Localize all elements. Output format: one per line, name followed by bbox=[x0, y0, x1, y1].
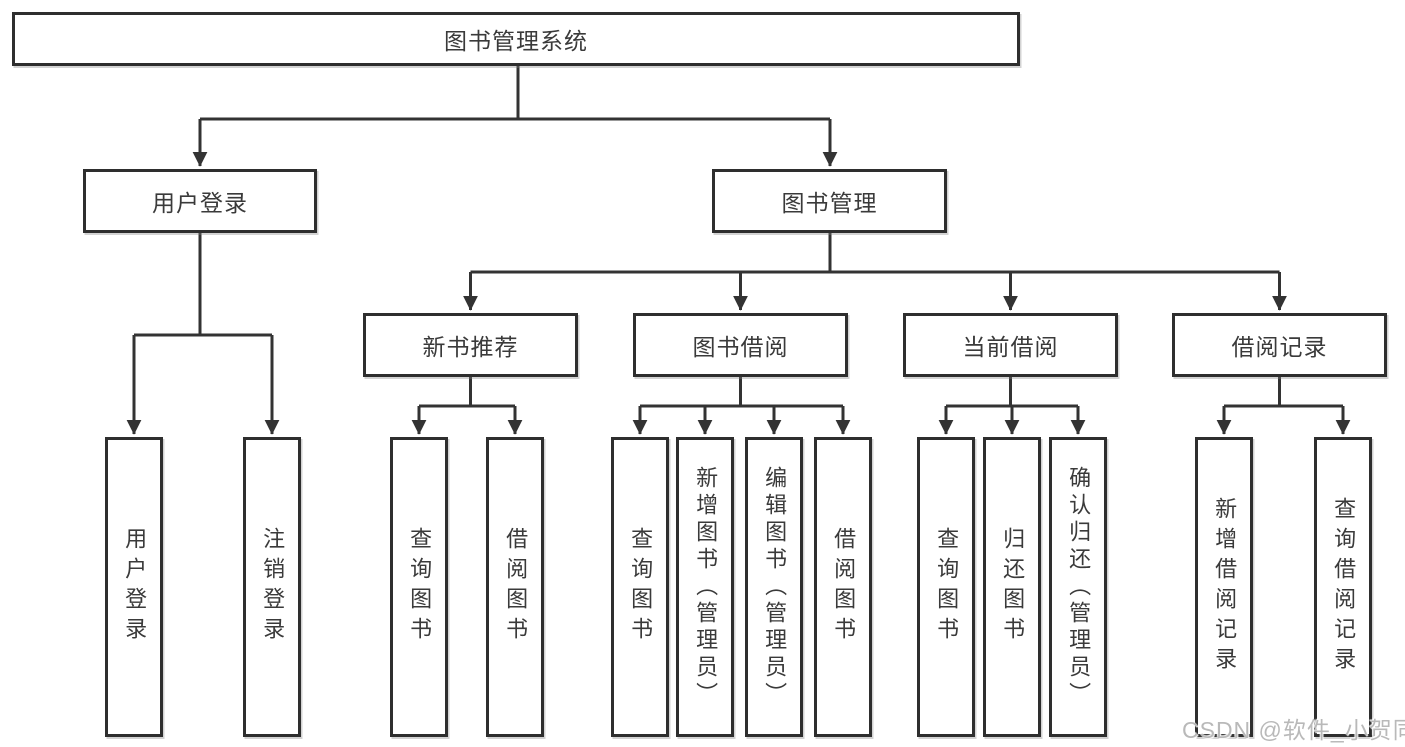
leaf-bb-query-book-label: 查询图书 bbox=[628, 527, 654, 647]
leaf-rec-query-book-label: 查询图书 bbox=[407, 527, 433, 647]
leaf-cb-query-book-label: 查询图书 bbox=[934, 527, 960, 647]
csdn-watermark: CSDN @软件_小贺同学 bbox=[1182, 717, 1405, 743]
leaf-cb-return-book-label: 归还图书 bbox=[1000, 527, 1026, 647]
leaf-bb-borrow-book: 借阅图书 bbox=[814, 437, 872, 737]
leaf-cb-query-book: 查询图书 bbox=[917, 437, 975, 737]
leaf-br-add-record: 新增借阅记录 bbox=[1195, 437, 1253, 737]
leaf-logout-label: 注销登录 bbox=[260, 527, 286, 647]
leaf-bb-query-book: 查询图书 bbox=[611, 437, 669, 737]
leaf-bb-borrow-book-label: 借阅图书 bbox=[831, 527, 857, 647]
node-new-book-rec-label: 新书推荐 bbox=[422, 334, 519, 360]
leaf-bb-edit-book: 编辑图书（管理员） bbox=[745, 437, 803, 737]
leaf-cb-confirm-return-label: 确认归还（管理员） bbox=[1066, 465, 1092, 709]
node-book-borrow-label: 图书借阅 bbox=[692, 334, 789, 360]
leaf-bb-add-book: 新增图书（管理员） bbox=[676, 437, 734, 737]
node-borrow-record-label: 借阅记录 bbox=[1231, 334, 1328, 360]
leaf-rec-borrow-book-label: 借阅图书 bbox=[503, 527, 529, 647]
node-book-mgmt-label: 图书管理 bbox=[781, 190, 878, 216]
leaf-user-login-label: 用户登录 bbox=[122, 527, 148, 647]
leaf-rec-query-book: 查询图书 bbox=[390, 437, 448, 737]
leaf-br-query-record-label: 查询借阅记录 bbox=[1331, 497, 1357, 677]
node-user-login-label: 用户登录 bbox=[152, 190, 248, 216]
node-current-borrow-label: 当前借阅 bbox=[962, 334, 1059, 360]
leaf-user-login: 用户登录 bbox=[105, 437, 163, 737]
node-root: 图书管理系统 bbox=[12, 12, 1020, 66]
node-current-borrow: 当前借阅 bbox=[903, 313, 1118, 377]
node-new-book-rec: 新书推荐 bbox=[363, 313, 578, 377]
leaf-bb-add-book-label: 新增图书（管理员） bbox=[693, 465, 719, 709]
leaf-cb-confirm-return: 确认归还（管理员） bbox=[1049, 437, 1107, 737]
leaf-rec-borrow-book: 借阅图书 bbox=[486, 437, 544, 737]
node-book-borrow: 图书借阅 bbox=[633, 313, 848, 377]
leaf-br-query-record: 查询借阅记录 bbox=[1314, 437, 1372, 737]
leaf-br-add-record-label: 新增借阅记录 bbox=[1212, 497, 1238, 677]
node-root-label: 图书管理系统 bbox=[444, 28, 588, 54]
leaf-logout: 注销登录 bbox=[243, 437, 301, 737]
node-borrow-record: 借阅记录 bbox=[1172, 313, 1387, 377]
node-book-mgmt: 图书管理 bbox=[712, 169, 947, 233]
node-user-login: 用户登录 bbox=[83, 169, 317, 233]
leaf-bb-edit-book-label: 编辑图书（管理员） bbox=[762, 465, 788, 709]
leaf-cb-return-book: 归还图书 bbox=[983, 437, 1041, 737]
